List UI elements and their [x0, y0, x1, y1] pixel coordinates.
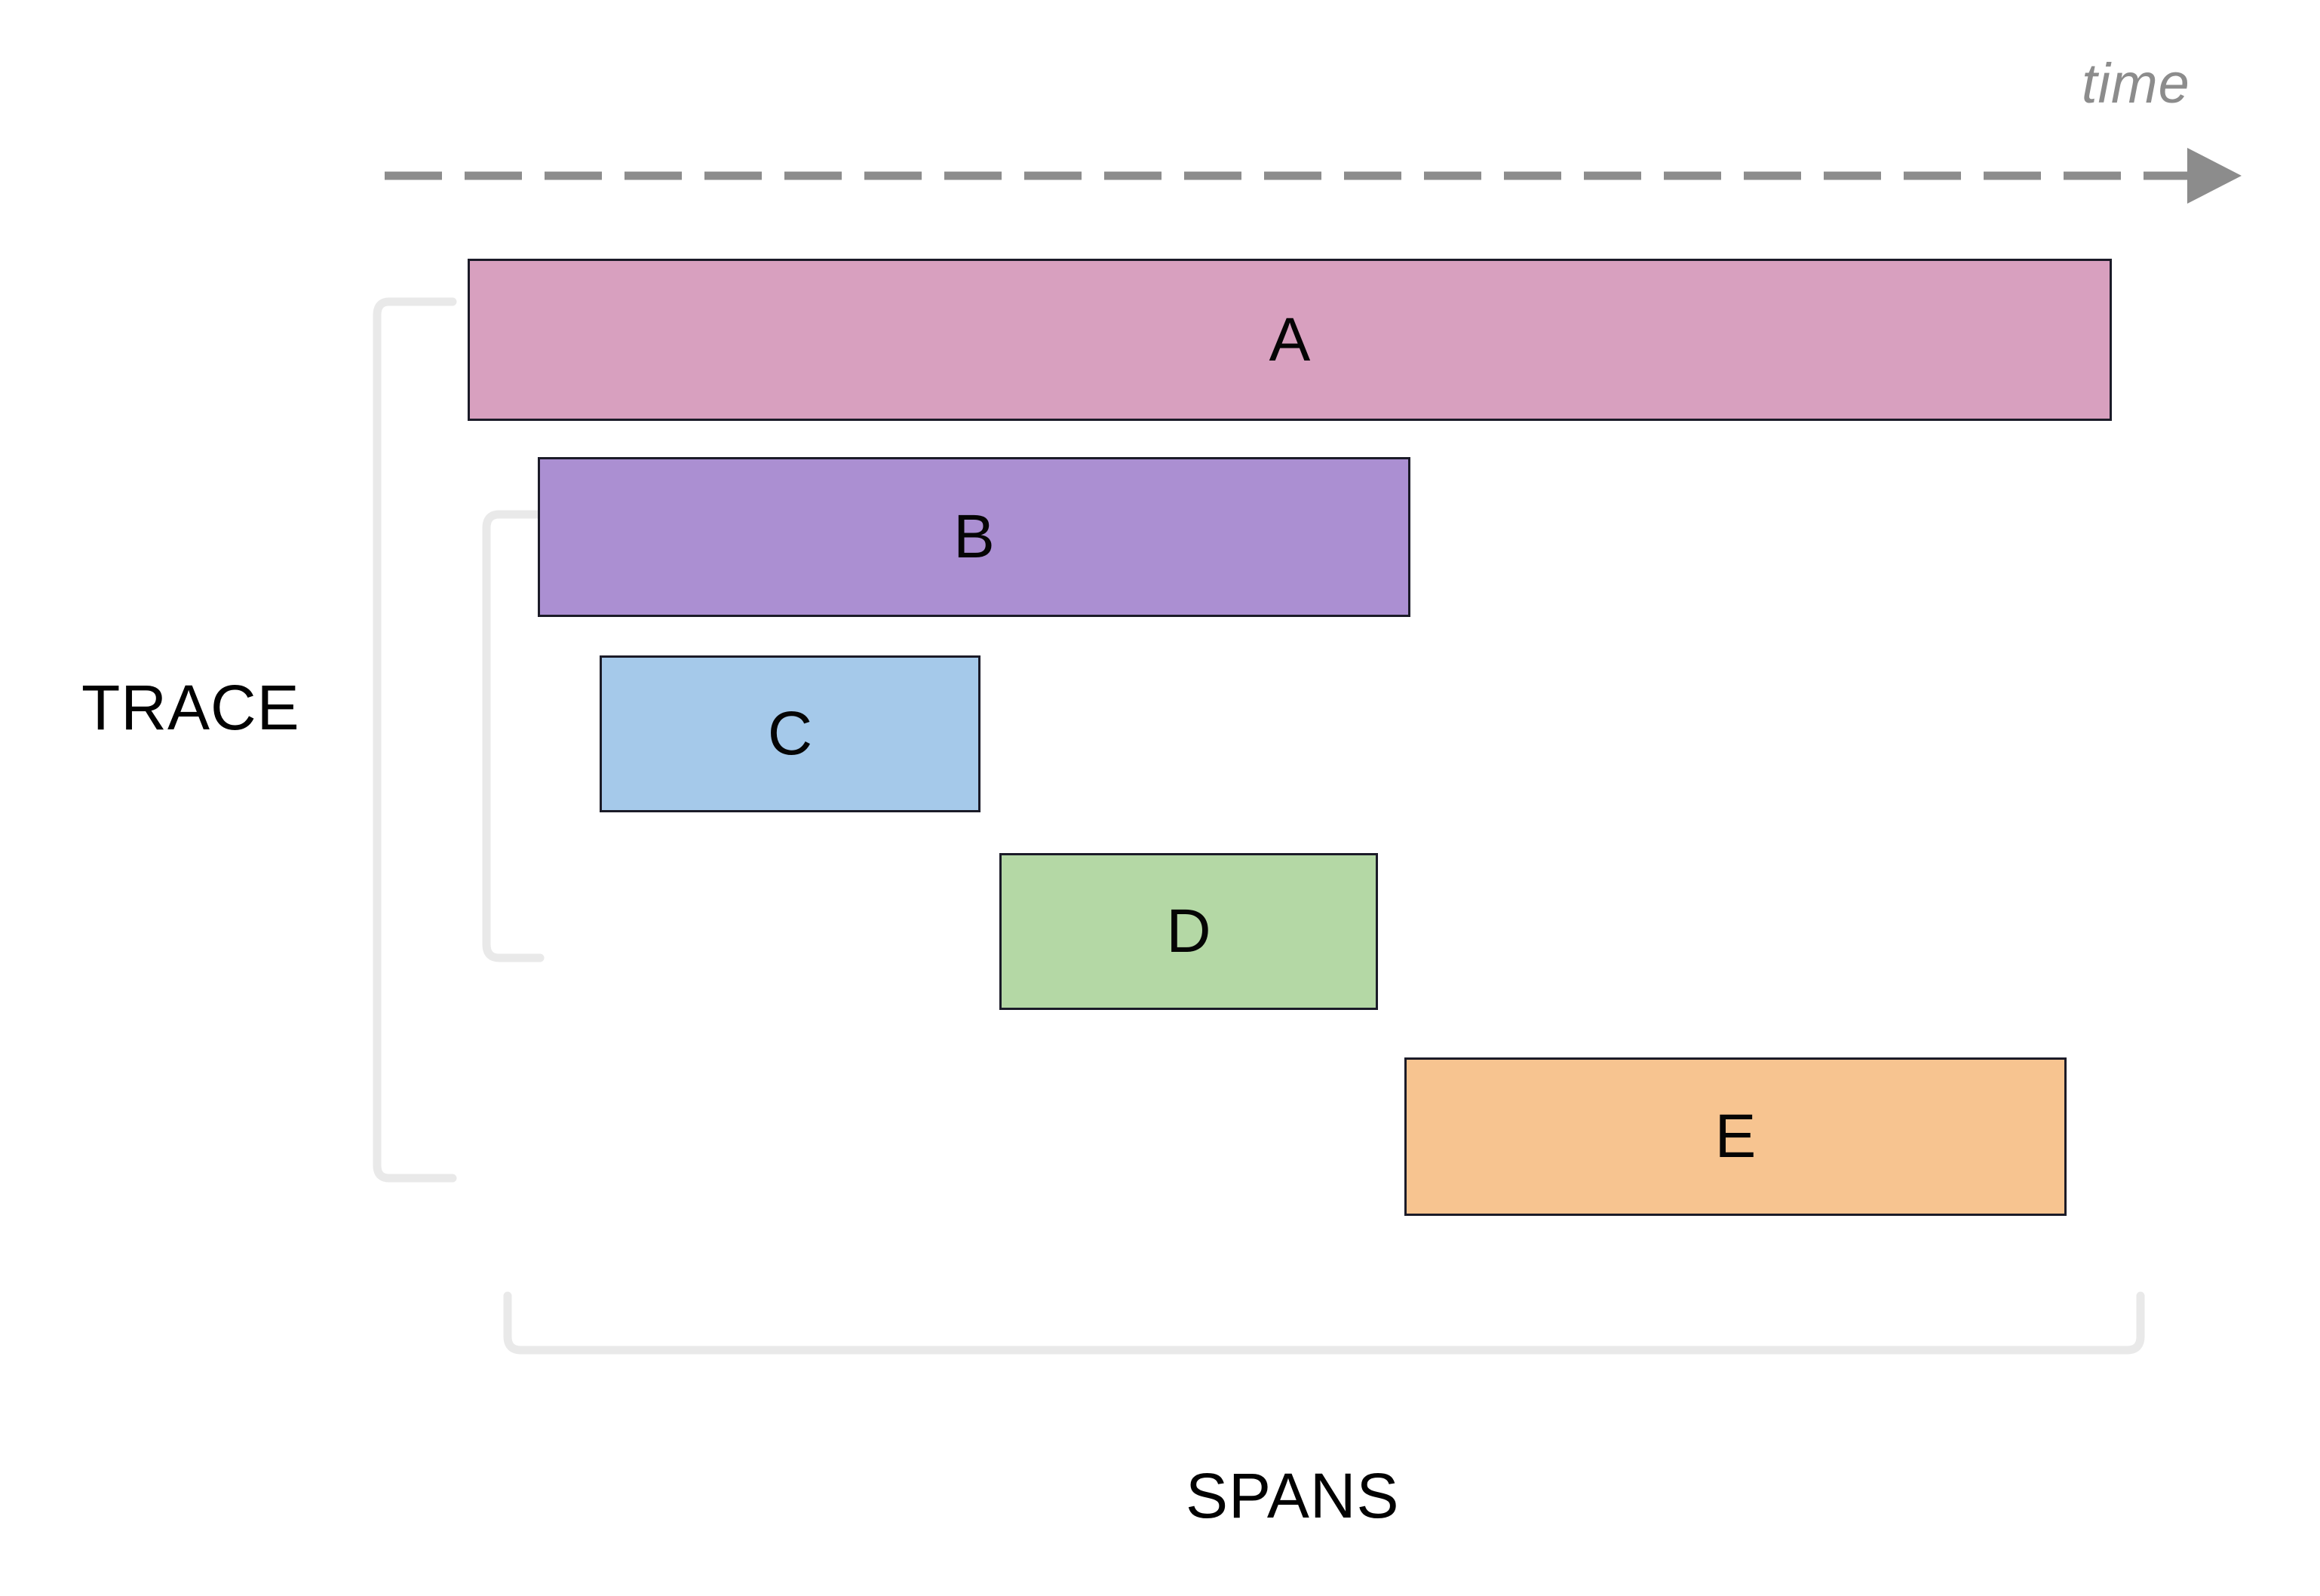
spans-label: SPANS [1186, 1460, 1400, 1531]
span-bar-b[interactable]: B [538, 457, 1410, 617]
span-label-a: A [1269, 305, 1311, 374]
time-axis-group [385, 148, 2242, 204]
span-label-b: B [953, 502, 995, 571]
trace-label: TRACE [81, 672, 300, 743]
time-axis-arrowhead [2187, 148, 2242, 204]
spans-bracket-shape [503, 1291, 2145, 1355]
span-bar-a[interactable]: A [468, 259, 2112, 421]
span-bar-c[interactable]: C [600, 655, 980, 812]
span-label-e: E [1714, 1102, 1757, 1171]
span-bar-e[interactable]: E [1404, 1057, 2067, 1216]
time-axis-label: time [2082, 52, 2190, 115]
trace-bracket-shape [373, 297, 457, 1183]
child-bracket-shape [482, 510, 545, 962]
span-label-c: C [767, 699, 813, 768]
span-bar-d[interactable]: D [999, 853, 1378, 1010]
span-label-d: D [1166, 897, 1211, 965]
